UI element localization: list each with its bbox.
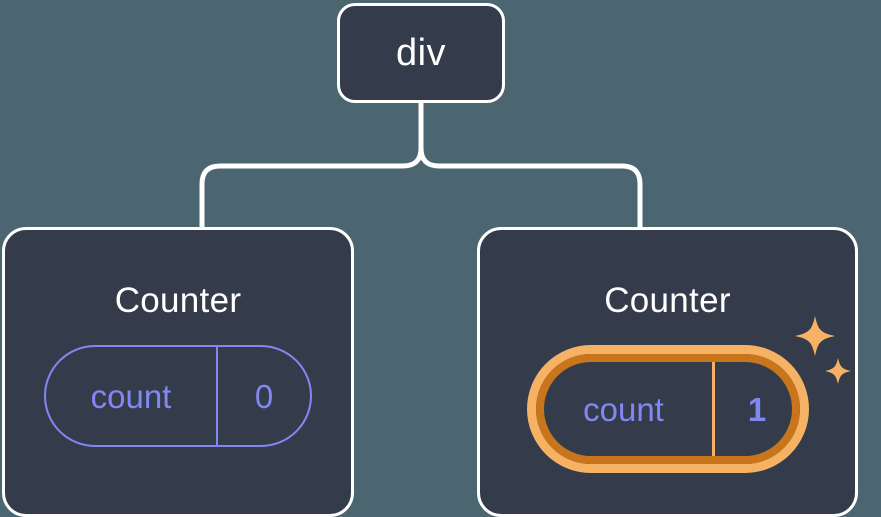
node-div-label: div bbox=[395, 32, 447, 74]
node-counter-right[interactable]: Counter count 1 bbox=[477, 227, 858, 517]
node-counter-right-label: Counter bbox=[604, 281, 731, 320]
state-value-right: 1 bbox=[747, 390, 767, 428]
node-counter-left-label: Counter bbox=[114, 281, 242, 320]
edge-div-to-counter-left bbox=[199, 100, 424, 231]
state-key-left: count bbox=[90, 377, 172, 415]
state-pill-wrap-right: count 1 bbox=[526, 345, 809, 473]
state-key-right: count bbox=[583, 390, 664, 428]
edge-div-to-counter-right bbox=[418, 100, 643, 231]
state-pill-wrap-left: count 0 bbox=[44, 345, 312, 447]
component-tree-diagram: div Counter count 0 Counter count 1 bbox=[2, 3, 858, 517]
state-pill-divider-left bbox=[216, 347, 218, 445]
state-value-left: 0 bbox=[254, 377, 274, 415]
node-counter-left[interactable]: Counter count 0 bbox=[2, 227, 354, 517]
node-div[interactable]: div bbox=[337, 3, 505, 103]
state-pill-right-highlighted[interactable]: count 1 bbox=[526, 345, 809, 473]
state-pill-divider-right bbox=[711, 354, 715, 464]
state-pill-left[interactable]: count 0 bbox=[44, 345, 312, 447]
